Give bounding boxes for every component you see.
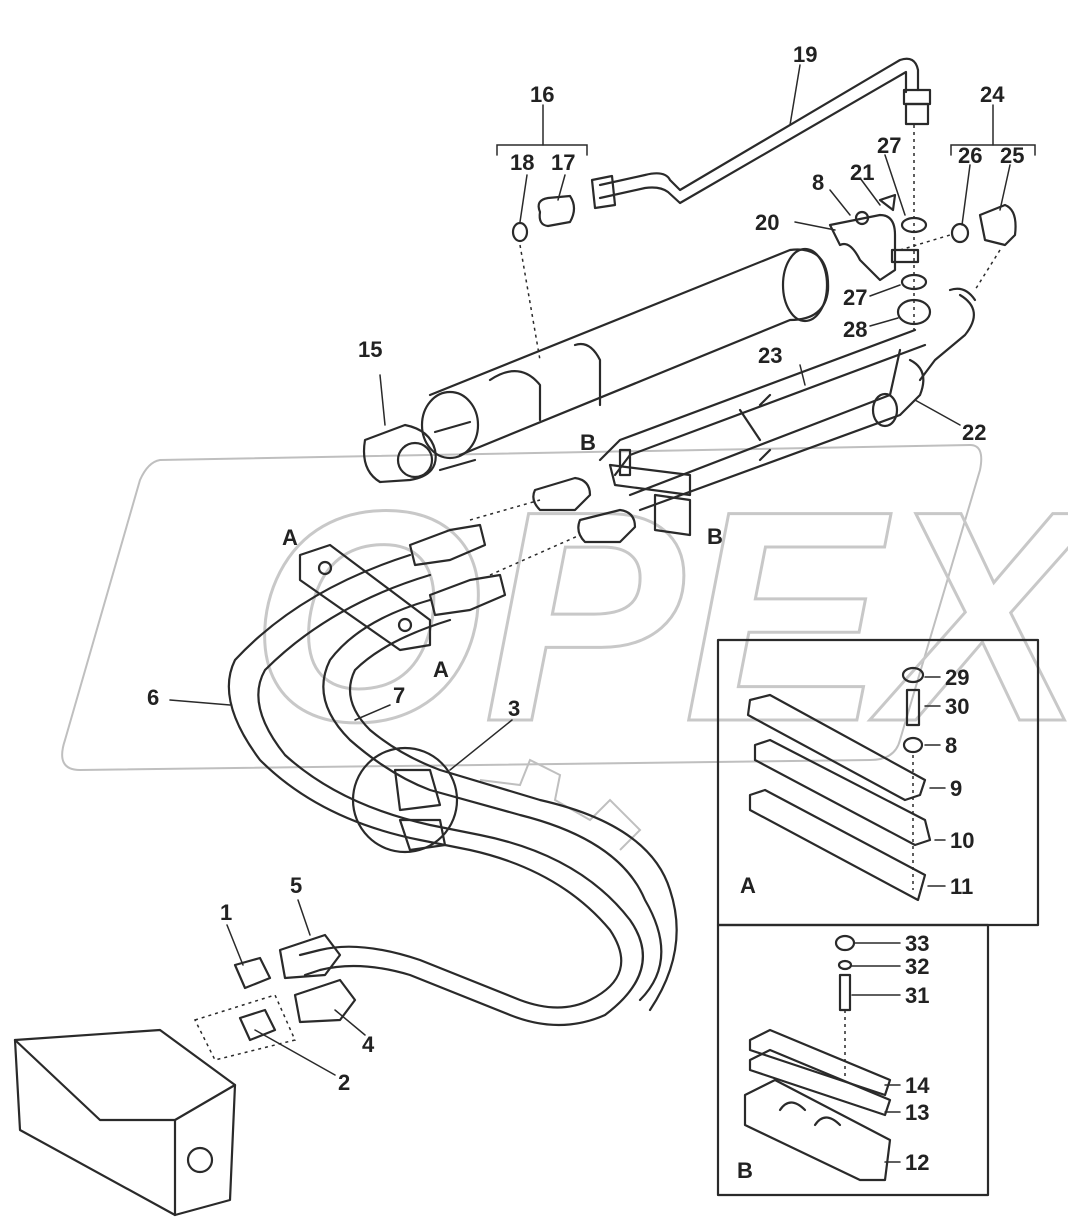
inset-a-label-10: 10 [950,828,974,853]
callout-1: 1 [220,900,232,925]
callout-8: 8 [812,170,824,195]
callout-4: 4 [362,1032,375,1057]
hydraulic-cylinder [362,247,830,484]
elbow-fitting-25-26 [950,104,1036,291]
inset-b-label-33: 33 [905,931,929,956]
callout-3: 3 [508,696,520,721]
callout-labels: 1 2 3 4 5 6 7 8 15 16 17 18 19 20 21 22 … [147,42,1024,1095]
callout-21: 21 [850,160,874,185]
inset-a-label-11: 11 [950,874,973,899]
fittings-1-2-4-5 [193,933,357,1061]
callout-5: 5 [290,873,302,898]
fitting-17-18 [496,104,588,361]
callout-18: 18 [510,150,534,175]
callout-6: 6 [147,685,159,710]
marker-a-top: A [282,525,298,550]
callout-17: 17 [551,150,575,175]
callout-25: 25 [1000,143,1024,168]
clamp-b-upper [608,448,692,537]
inset-b-letter: B [737,1158,753,1183]
inset-a-label-8: 8 [945,733,957,758]
bracket-20 [828,125,951,335]
callout-20: 20 [755,210,779,235]
inset-a [716,638,1040,927]
watermark: OPEX [61,443,1068,851]
inset-b-label-12: 12 [905,1150,929,1175]
leader-lines [169,64,1011,1076]
marker-a-bottom: A [433,657,449,682]
inset-a-label-29: 29 [945,665,969,690]
marker-b-top: B [580,430,596,455]
marker-b-bottom: B [707,524,723,549]
callout-19: 19 [793,42,817,67]
callout-24: 24 [980,82,1005,107]
inset-b-label-14: 14 [905,1073,930,1098]
inset-a-label-9: 9 [950,776,962,801]
inset-a-letter: A [740,873,756,898]
inset-b-label-13: 13 [905,1100,929,1125]
inset-b [716,923,990,1197]
callout-28: 28 [843,317,867,342]
callout-2: 2 [338,1070,350,1095]
callout-15: 15 [358,337,382,362]
callout-7: 7 [393,683,405,708]
fittings-at-b [469,476,637,576]
hoses-6-7 [227,553,678,1027]
clamp-a-upper [298,543,432,652]
pipe-19 [590,57,932,210]
inset-b-label-31: 31 [905,983,929,1008]
fittings-at-a [408,523,507,617]
callout-22: 22 [962,420,986,445]
callout-26: 26 [958,143,982,168]
pump-block [13,1028,237,1217]
callout-27-upper: 27 [877,133,901,158]
inset-a-label-30: 30 [945,694,969,719]
inset-b-labels: 33 32 31 14 13 12 B [737,931,930,1183]
inset-b-label-32: 32 [905,954,929,979]
callout-16: 16 [530,82,554,107]
inset-a-labels: 29 30 8 9 10 11 A [740,665,974,899]
callout-27-lower: 27 [843,285,867,310]
callout-23: 23 [758,343,782,368]
